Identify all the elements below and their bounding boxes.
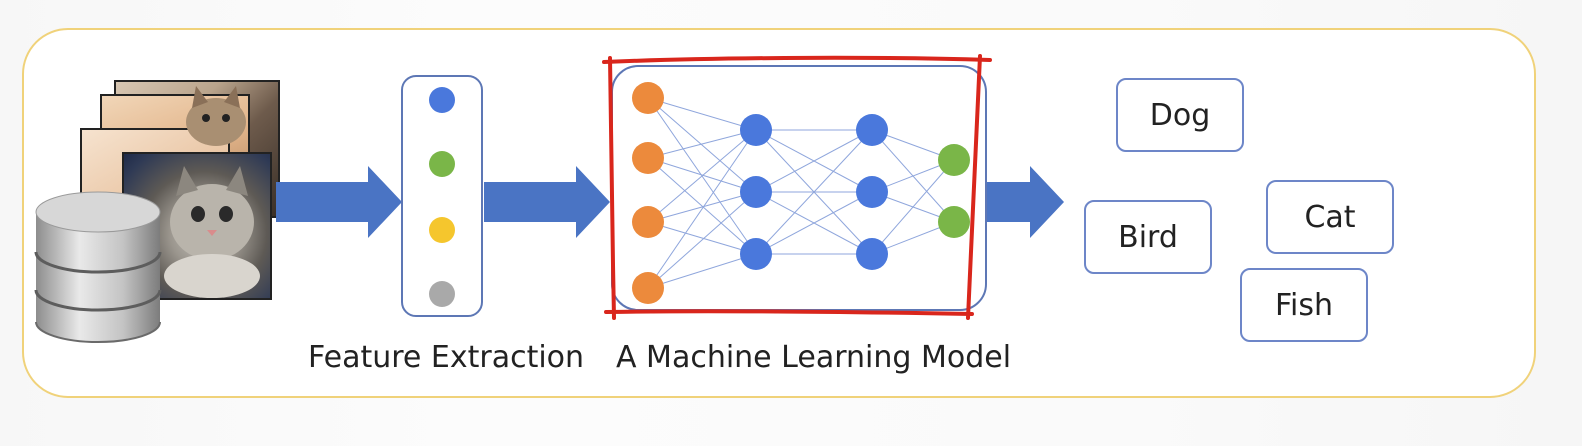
network-node-l0-0	[632, 82, 664, 114]
network-node-l2-0	[856, 114, 888, 146]
arrow-1	[276, 166, 402, 238]
edge-l2-2-0	[871, 159, 955, 255]
edge-l1-1-0	[755, 129, 873, 193]
edge-l0-1-1	[647, 157, 757, 193]
feature-extraction-label: Feature Extraction	[308, 340, 585, 375]
feature-nodes	[429, 87, 455, 307]
feature-node-blue	[429, 87, 455, 113]
edge-l0-0-0	[647, 97, 757, 131]
arrow-3	[986, 166, 1064, 238]
class-box-bird: Bird	[1084, 200, 1212, 274]
edge-l0-1-0	[647, 129, 757, 159]
edge-l0-0-1	[647, 97, 757, 193]
feature-node-yellow	[429, 217, 455, 243]
network-node-l1-1	[740, 176, 772, 208]
edge-l0-2-0	[647, 129, 757, 223]
edge-l0-2-2	[647, 221, 757, 255]
network-node-l3-1	[938, 206, 970, 238]
network-node-l0-1	[632, 142, 664, 174]
network-nodes	[632, 82, 970, 304]
edge-l1-2-1	[755, 191, 873, 255]
class-box-cat: Cat	[1266, 180, 1394, 254]
network-node-l0-2	[632, 206, 664, 238]
arrow-2	[484, 166, 610, 238]
edge-l1-2-0	[755, 129, 873, 255]
network-node-l0-3	[632, 272, 664, 304]
database-icon	[34, 191, 162, 343]
edge-l0-3-1	[647, 191, 757, 289]
edge-l0-1-2	[647, 157, 757, 255]
network-node-l2-1	[856, 176, 888, 208]
edge-l0-2-1	[647, 191, 757, 223]
network-node-l1-0	[740, 114, 772, 146]
network-node-l2-2	[856, 238, 888, 270]
network-edges	[647, 97, 955, 289]
network-node-l3-0	[938, 144, 970, 176]
network-node-l1-2	[740, 238, 772, 270]
edge-l0-3-0	[647, 129, 757, 289]
highlight-box	[602, 54, 992, 320]
feature-box	[401, 75, 483, 317]
model-label: A Machine Learning Model	[616, 340, 1012, 375]
edge-l0-3-2	[647, 253, 757, 289]
class-box-fish: Fish	[1240, 268, 1368, 342]
class-box-dog: Dog	[1116, 78, 1244, 152]
feature-node-gray	[429, 281, 455, 307]
feature-node-green	[429, 151, 455, 177]
kitten-illustration	[164, 166, 260, 298]
cat-illustration-back	[186, 86, 246, 146]
